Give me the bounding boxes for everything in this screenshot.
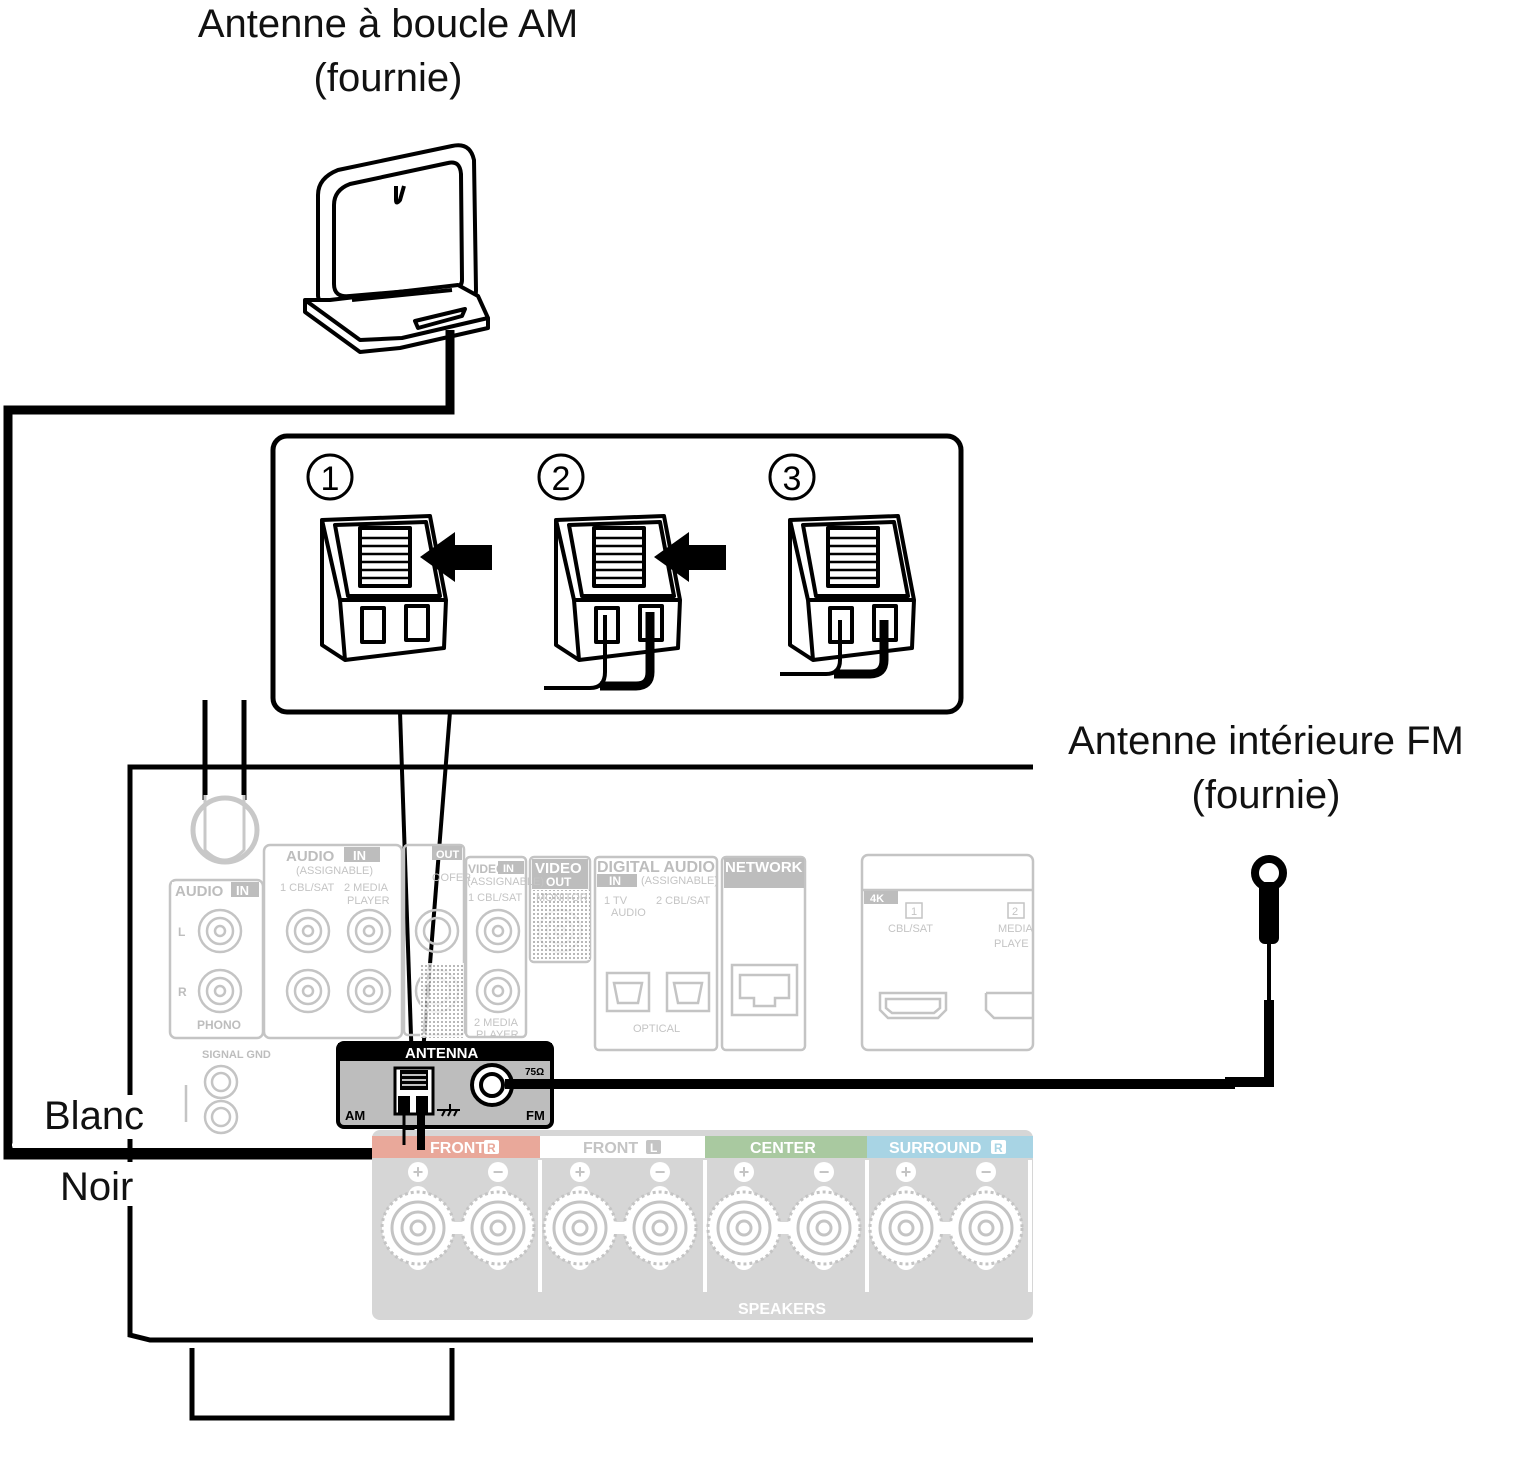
positive-binding-post: +: [706, 1162, 782, 1270]
step-3-wires: [780, 620, 889, 679]
step-1-marker: 1: [306, 453, 354, 501]
assignable-text-3: (ASSIGNABLE): [641, 875, 718, 887]
negative-binding-post: −: [460, 1162, 536, 1270]
center-label: CENTER: [750, 1140, 816, 1157]
svg-text:−: −: [819, 1162, 830, 1182]
hdmi-2-label-2: PLAYE: [994, 938, 1029, 950]
step-3-number: 3: [783, 460, 802, 498]
step-2-terminal-icon: [554, 514, 682, 662]
r-channel-label: R: [178, 985, 187, 999]
hdmi-1-number: 1: [911, 906, 917, 918]
hdmi-2-label-1: MEDIA: [998, 923, 1034, 935]
svg-text:+: +: [575, 1162, 586, 1182]
monitor-label: MONITOR: [536, 892, 588, 904]
svg-text:+: +: [739, 1162, 750, 1182]
ohm-label: 75Ω: [525, 1067, 544, 1078]
binding-post-bridge: [940, 1222, 952, 1234]
player-label-2: PLAYER: [476, 1029, 519, 1041]
subwoofer-label: OOFER: [432, 872, 471, 884]
receiver-outline: [127, 764, 1033, 1343]
surround-r-badge: R: [994, 1141, 1003, 1155]
hdmi-4k-badge: 4K: [870, 893, 884, 905]
svg-text:−: −: [655, 1162, 666, 1182]
binding-post-bridge: [452, 1222, 464, 1234]
pre-out-badge: OUT: [436, 849, 460, 861]
assignable-text-1: (ASSIGNABLE): [296, 865, 373, 877]
positive-binding-post: +: [380, 1162, 456, 1270]
am-antenna-label-line2: (fournie): [314, 56, 463, 100]
panel-headers: [172, 846, 898, 904]
negative-binding-post: −: [622, 1162, 698, 1270]
am-terminal-label: AM: [345, 1108, 365, 1123]
signal-gnd-label: SIGNAL GND: [202, 1049, 271, 1061]
surround-r-label: SURROUND: [889, 1140, 981, 1157]
front-l-label: FRONT: [583, 1140, 638, 1157]
fm-antenna-label-line2: (fournie): [1192, 773, 1341, 817]
svg-text:+: +: [901, 1162, 912, 1182]
binding-post-bridge: [778, 1222, 790, 1234]
front-l-badge: L: [650, 1141, 657, 1155]
media-player-label-2: 2 MEDIA: [474, 1017, 519, 1029]
optical-label: OPTICAL: [633, 1023, 680, 1035]
front-r-badge: R: [487, 1141, 496, 1155]
audio-in-label: AUDIO: [175, 883, 224, 900]
digital-audio-label: DIGITAL AUDIO: [597, 859, 715, 876]
tv-audio-label-2: AUDIO: [611, 907, 646, 919]
l-channel-label: L: [178, 925, 185, 939]
svg-text:−: −: [493, 1162, 504, 1182]
step-2-marker: 2: [537, 453, 585, 501]
cbl-sat-label-1: 1 CBL/SAT: [280, 882, 334, 894]
positive-binding-post: +: [542, 1162, 618, 1270]
step-1-terminal-icon: [320, 514, 448, 662]
audio-in-assignable-badge: IN: [353, 848, 366, 863]
hdmi-1-label: CBL/SAT: [888, 923, 933, 935]
tv-audio-label-1: 1 TV: [604, 895, 628, 907]
svg-text:+: +: [413, 1162, 424, 1182]
assignable-text-2: (ASSIGNABLE): [467, 876, 544, 888]
phono-label: PHONO: [197, 1018, 241, 1032]
negative-binding-post: −: [786, 1162, 862, 1270]
step-3-marker: 3: [768, 453, 816, 501]
front-r-label: FRONT: [430, 1140, 485, 1157]
step-1-number: 1: [321, 460, 340, 498]
hdmi-2-number: 2: [1012, 906, 1018, 918]
wireless-antenna-icon: [190, 700, 260, 865]
step-1-push-arrow-icon: [420, 532, 492, 582]
am-loop-antenna-icon: [303, 143, 490, 354]
digital-audio-in-badge: IN: [609, 874, 621, 888]
black-wire-label: Noir: [60, 1165, 133, 1209]
network-label: NETWORK: [725, 859, 803, 876]
video-out-label: VIDEO: [535, 860, 582, 877]
antenna-terminal-block: [336, 1041, 554, 1129]
svg-text:−: −: [981, 1162, 992, 1182]
binding-post-bridge: [614, 1222, 626, 1234]
step-2-number: 2: [552, 460, 571, 498]
fm-antenna-label-line1: Antenne intérieure FM: [1068, 719, 1464, 763]
cbl-sat-label-2: 1 CBL/SAT: [468, 892, 522, 904]
audio-in-badge: IN: [236, 883, 249, 898]
video-in-label: VIDEO: [468, 862, 505, 876]
audio-in-assignable-label: AUDIO: [286, 848, 335, 865]
player-label-1: PLAYER: [347, 895, 390, 907]
video-out-badge: OUT: [546, 875, 572, 889]
negative-binding-post: −: [948, 1162, 1024, 1270]
step-2-push-arrow-icon: [654, 532, 726, 582]
fm-terminal-label: FM: [526, 1108, 545, 1123]
white-wire-label: Blanc: [44, 1094, 144, 1138]
speaker-terminal-section: [372, 1130, 1033, 1320]
video-in-badge: IN: [503, 863, 514, 875]
speakers-label: SPEAKERS: [738, 1301, 826, 1318]
receiver-foot: [189, 1348, 455, 1421]
speaker-binding-posts: + − + − + − + −: [380, 1162, 1024, 1270]
step-2-wires: [544, 612, 655, 691]
antenna-label: ANTENNA: [405, 1045, 478, 1062]
fm-antenna-icon: [505, 855, 1287, 1089]
step-3-terminal-icon: [788, 514, 916, 662]
media-player-label-1: 2 MEDIA: [344, 882, 389, 894]
am-antenna-label-line1: Antenne à boucle AM: [198, 2, 578, 46]
cbl-sat-label-3: 2 CBL/SAT: [656, 895, 710, 907]
